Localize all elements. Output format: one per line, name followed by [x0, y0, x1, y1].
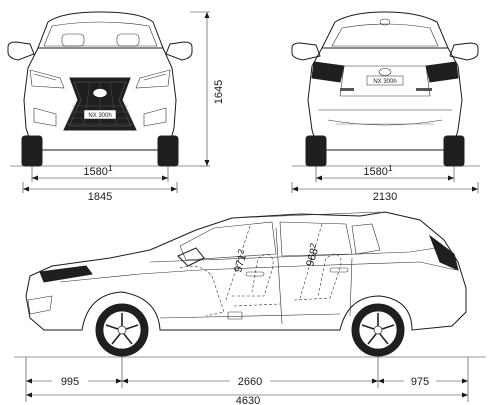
side-view [14, 211, 486, 358]
side-tail-lamp [428, 234, 459, 271]
side-rear-wheel [351, 303, 405, 357]
left-tail-lamp [311, 61, 345, 83]
front-track-dimension: 15801 [31, 163, 169, 182]
rear-right-tire [443, 135, 465, 167]
svg-text:15801: 15801 [83, 163, 112, 178]
rear-track-footnote: 1 [388, 163, 393, 173]
left-mirror [7, 41, 35, 61]
length-value: 4630 [236, 395, 260, 405]
front-track-value: 1580 [83, 166, 107, 178]
front-left-tire [21, 135, 43, 167]
front-track-footnote: 1 [108, 163, 113, 173]
front-width-value: 1845 [88, 191, 112, 203]
front-height-value: 1645 [213, 80, 225, 104]
right-tail-lamp [425, 61, 459, 83]
side-mirror [177, 247, 205, 267]
svg-text:15801: 15801 [363, 163, 392, 178]
front-right-tire [157, 135, 179, 167]
front-view: NX 300h [7, 11, 200, 167]
front-height-dimension: 1645 [190, 11, 225, 167]
side-front-wheel [95, 303, 149, 357]
front-headroom-label: 9712 [230, 248, 250, 274]
rear-left-tire [305, 135, 327, 167]
rear-track-value: 1580 [363, 166, 387, 178]
rear-left-mirror [291, 42, 321, 61]
front-logo [92, 88, 108, 98]
wheelbase-value: 2660 [238, 376, 262, 388]
right-mirror [165, 41, 193, 61]
rear-headroom-label: 9682 [302, 242, 322, 268]
left-headlight [29, 69, 65, 89]
rear-right-mirror [449, 42, 479, 61]
rear-track-dimension: 15801 [315, 163, 455, 182]
side-headlight [39, 265, 93, 283]
rear-view: NX 300h [291, 11, 480, 167]
rear-plate-badge: NX 300h [373, 79, 396, 85]
rear-width-dimension: 2130 [291, 182, 479, 203]
front-width-dimension: 1845 [22, 182, 178, 203]
right-headlight [135, 69, 171, 89]
front-overhang-value: 995 [61, 376, 79, 388]
rear-overhang-value: 975 [411, 376, 429, 388]
front-plate-badge: NX 300h [88, 113, 111, 119]
front-window [179, 221, 277, 261]
rear-width-value: 2130 [373, 191, 397, 203]
